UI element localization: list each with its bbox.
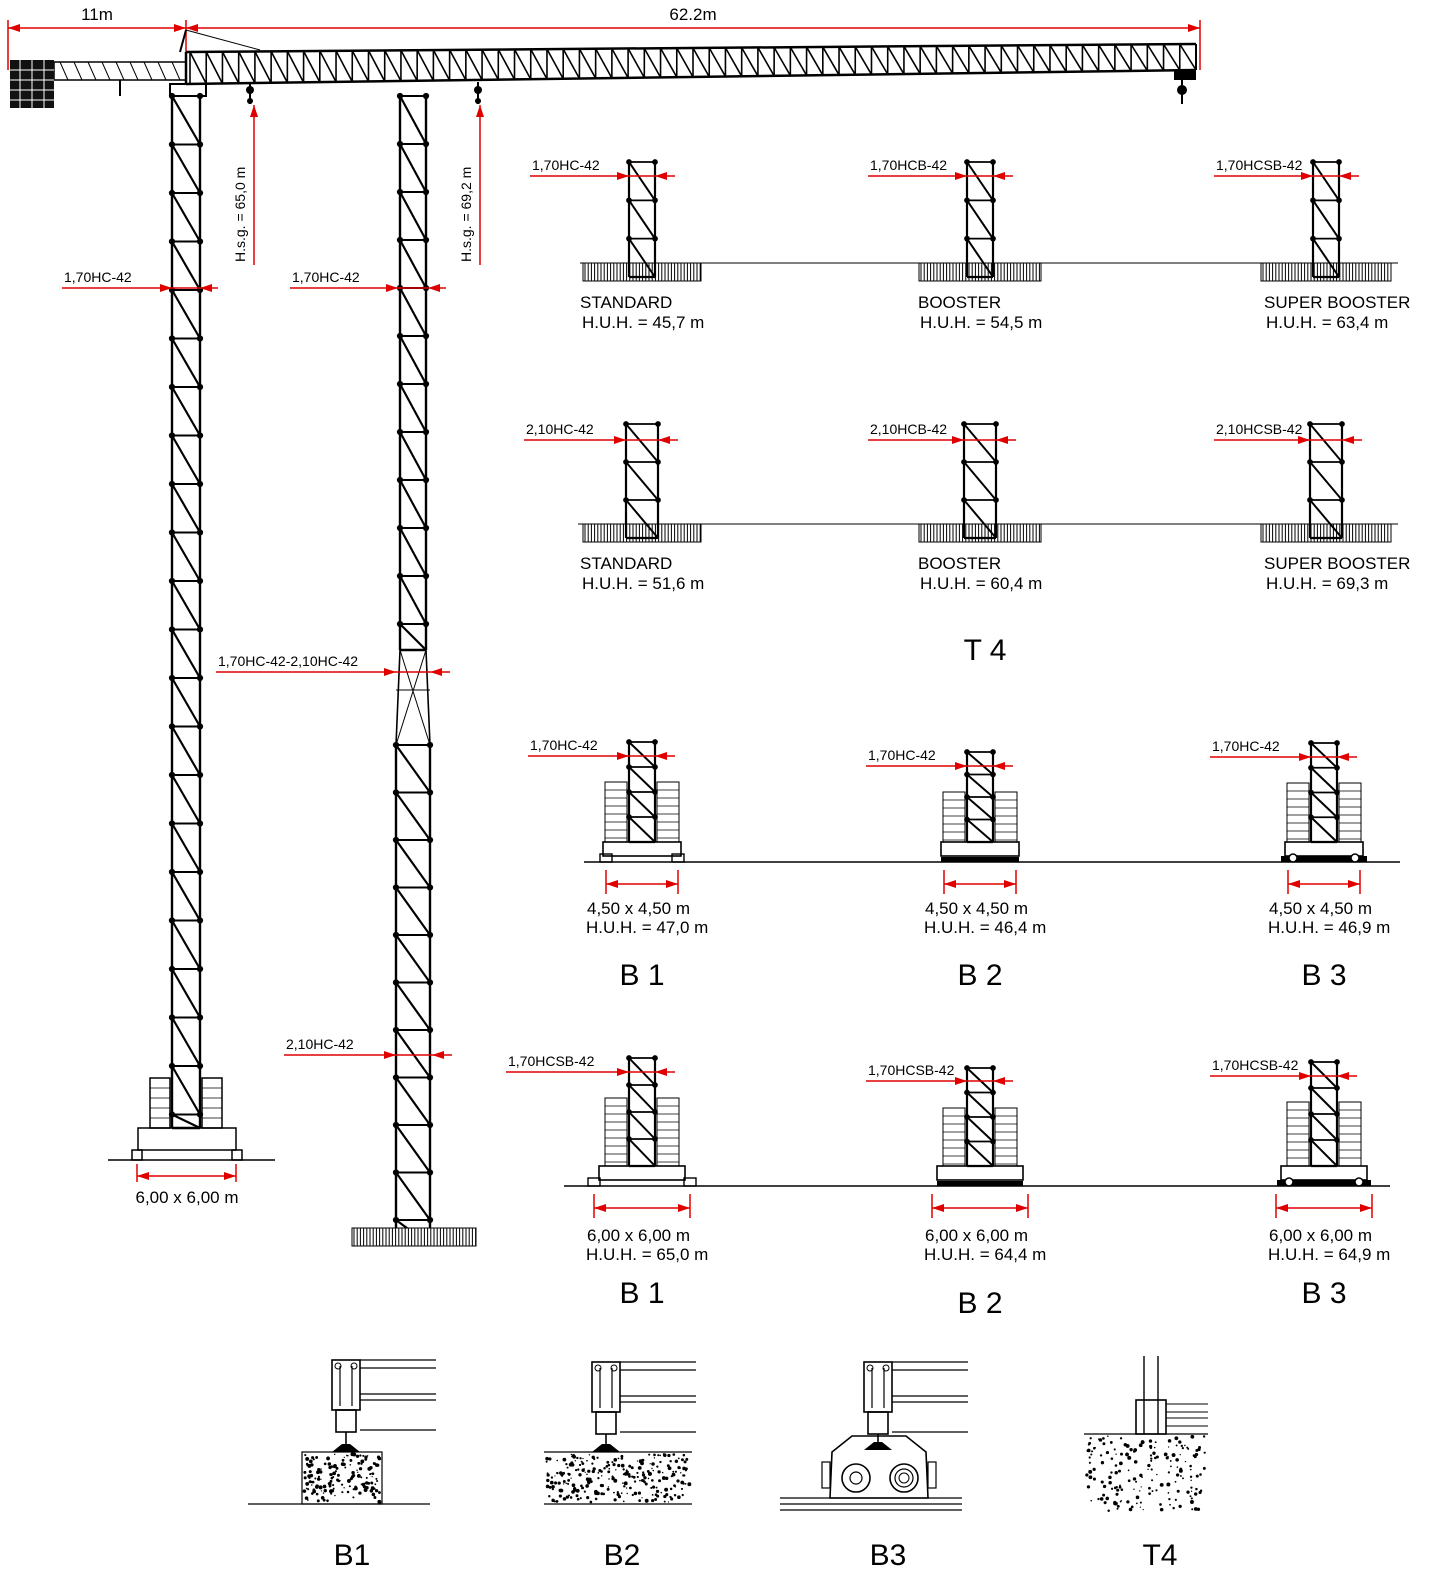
main-tower [168,83,207,1130]
trolley-hooks [246,70,1196,104]
second-bottom-label: 2,10HC-42 [286,1036,354,1052]
b-row1-mast-label-1: 1,70HC-42 [868,747,936,763]
b-row-600: 1,70HCSB-426,00 x 6,00 mH.U.H. = 65,0 mB… [506,1053,1390,1320]
main-tower-mast-label: 1,70HC-42 [62,269,218,292]
t4-row1-type-2: SUPER BOOSTER [1264,293,1410,312]
b-row2-mast-label-0: 1,70HCSB-42 [508,1053,595,1069]
b-row1-mast-label-2: 1,70HC-42 [1212,738,1280,754]
second-top-label: 1,70HC-42 [292,269,360,285]
b-row2-size-2: 6,00 x 6,00 m [1269,1226,1372,1245]
detail-label-b2: B2 [604,1539,641,1572]
main-tower-base-dimension: 6,00 x 6,00 m [135,1164,239,1207]
b-row2-mast-label-1: 1,70HCSB-42 [868,1062,955,1078]
t4-row2-type-1: BOOSTER [918,554,1001,573]
jib-dimension: 62.2m [669,5,716,24]
t4-row2-huh-2: H.U.H. = 69,3 m [1266,574,1388,593]
t4-row2-type-0: STANDARD [580,554,672,573]
t4-row1-huh-1: H.U.H. = 54,5 m [920,313,1042,332]
t4-row2-mast-label-2: 2,10HCSB-42 [1216,421,1303,437]
b-row1-mast-label-0: 1,70HC-42 [530,737,598,753]
b-row1-size-1: 4,50 x 4,50 m [925,899,1028,918]
jib [53,29,1197,96]
main-mast-label: 1,70HC-42 [64,269,132,285]
t4-row1-type-0: STANDARD [580,293,672,312]
t4-title: T 4 [964,634,1007,667]
b-row2-name-1: B 2 [957,1287,1002,1320]
t4-row1-huh-2: H.U.H. = 63,4 m [1266,313,1388,332]
main-base-size: 6,00 x 6,00 m [135,1188,238,1207]
t4-row1-mast-label-2: 1,70HCSB-42 [1216,157,1303,173]
b-row1-huh-0: H.U.H. = 47,0 m [586,918,708,937]
hsg-label-2: H.s.g. = 69,2 m [458,167,474,262]
t4-row2-huh-0: H.U.H. = 51,6 m [582,574,704,593]
detail-label-t4: T4 [1142,1539,1177,1572]
b-row2-size-0: 6,00 x 6,00 m [587,1226,690,1245]
t4-row2-mast-label-1: 2,10HCB-42 [870,421,947,437]
b-row2-size-1: 6,00 x 6,00 m [925,1226,1028,1245]
b-row1-name-0: B 1 [619,959,664,992]
b-row2-name-2: B 3 [1301,1277,1346,1310]
b-row1-size-0: 4,50 x 4,50 m [587,899,690,918]
counterweight [10,60,54,108]
second-tower-labels: 1,70HC-42 1,70HC-42-2,10HC-42 2,10HC-42 [216,269,452,1059]
t4-row1-mast-label-1: 1,70HCB-42 [870,157,947,173]
t4-row1-mast-label-0: 1,70HC-42 [532,157,600,173]
overall-dimension: 11m 62.2m [7,5,1201,70]
main-tower-base [108,1077,275,1161]
b-row1-name-2: B 3 [1301,959,1346,992]
t4-row2-type-2: SUPER BOOSTER [1264,554,1410,573]
detail-label-b3: B3 [870,1539,907,1572]
b-row2-name-0: B 1 [619,1277,664,1310]
b-row-450: 1,70HC-424,50 x 4,50 mH.U.H. = 47,0 mB 1… [528,737,1400,992]
second-tower [392,92,434,1247]
b-row1-huh-1: H.U.H. = 46,4 m [924,918,1046,937]
hsg-dimensions: H.s.g. = 65,0 m H.s.g. = 69,2 m [232,105,484,265]
detail-label-b1: B1 [334,1539,371,1572]
second-transition-label: 1,70HC-42-2,10HC-42 [218,653,358,669]
second-tower-ground [351,1227,477,1247]
t4-row1-type-1: BOOSTER [918,293,1001,312]
b-row1-size-2: 4,50 x 4,50 m [1269,899,1372,918]
b-row1-huh-2: H.U.H. = 46,9 m [1268,918,1390,937]
b-row2-huh-2: H.U.H. = 64,9 m [1268,1245,1390,1264]
base-details: B1 B2 B3 T4 [248,1356,1208,1572]
t4-row2-huh-1: H.U.H. = 60,4 m [920,574,1042,593]
b-row2-huh-0: H.U.H. = 65,0 m [586,1245,708,1264]
b-row1-name-1: B 2 [957,959,1002,992]
t4-row1-huh-0: H.U.H. = 45,7 m [582,313,704,332]
t4-row2-mast-label-0: 2,10HC-42 [526,421,594,437]
hsg-label-1: H.s.g. = 65,0 m [232,167,248,262]
b-row2-huh-1: H.U.H. = 64,4 m [924,1245,1046,1264]
b-row2-mast-label-2: 1,70HCSB-42 [1212,1057,1299,1073]
counterjib-dimension: 11m [81,5,113,24]
